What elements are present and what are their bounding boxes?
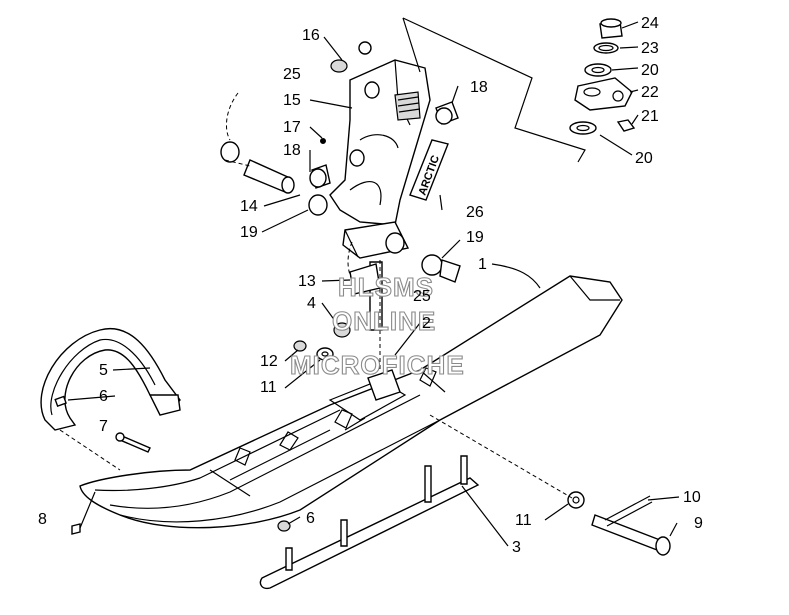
watermark-line-3: MICROFICHE bbox=[290, 350, 465, 380]
callout-16: 16 bbox=[302, 27, 320, 44]
callout-labels: 24 23 20 22 21 20 16 25 15 18 17 18 14 1… bbox=[38, 15, 703, 556]
callout-9: 9 bbox=[694, 515, 703, 532]
callout-25-lower: 25 bbox=[413, 288, 431, 305]
callout-23: 23 bbox=[641, 40, 659, 57]
callout-20-upper: 20 bbox=[641, 62, 659, 79]
callout-12: 12 bbox=[260, 353, 278, 370]
callout-19-left: 19 bbox=[240, 224, 258, 241]
watermark-line-1: HLSMS bbox=[338, 272, 434, 302]
callout-25-upper: 25 bbox=[283, 66, 301, 83]
callout-18-lower: 18 bbox=[283, 142, 301, 159]
hardware bbox=[54, 18, 671, 556]
callout-10: 10 bbox=[683, 489, 701, 506]
callout-4: 4 bbox=[307, 295, 316, 312]
leader-lines bbox=[59, 17, 680, 547]
callout-7: 7 bbox=[99, 418, 108, 435]
spindle-assembly: ARCTIC bbox=[329, 59, 449, 401]
callout-13: 13 bbox=[298, 273, 316, 290]
callout-24: 24 bbox=[641, 15, 659, 32]
callout-11-right: 11 bbox=[515, 512, 532, 529]
callout-5: 5 bbox=[99, 362, 108, 379]
callout-11-left: 11 bbox=[260, 379, 277, 396]
callout-26: 26 bbox=[466, 204, 484, 221]
callout-18-upper: 18 bbox=[470, 79, 488, 96]
watermark-line-2: ONLINE bbox=[332, 306, 436, 336]
callout-22: 22 bbox=[641, 84, 659, 101]
callout-15: 15 bbox=[283, 92, 301, 109]
ski bbox=[79, 275, 623, 529]
callout-1: 1 bbox=[478, 256, 487, 273]
callout-19-right: 19 bbox=[466, 229, 484, 246]
callout-8: 8 bbox=[38, 511, 47, 528]
callout-20-lower: 20 bbox=[635, 150, 653, 167]
callout-2: 2 bbox=[422, 315, 431, 332]
watermark: HLSMS ONLINE MICROFICHE bbox=[289, 271, 465, 380]
callout-6-lower: 6 bbox=[306, 510, 315, 527]
ski-handle-loop bbox=[40, 327, 181, 431]
wear-bar bbox=[259, 455, 480, 590]
callout-3: 3 bbox=[512, 539, 521, 556]
callout-21: 21 bbox=[641, 108, 659, 125]
callout-6-upper: 6 bbox=[99, 388, 108, 405]
callout-14: 14 bbox=[240, 198, 258, 215]
callout-17: 17 bbox=[283, 119, 301, 136]
